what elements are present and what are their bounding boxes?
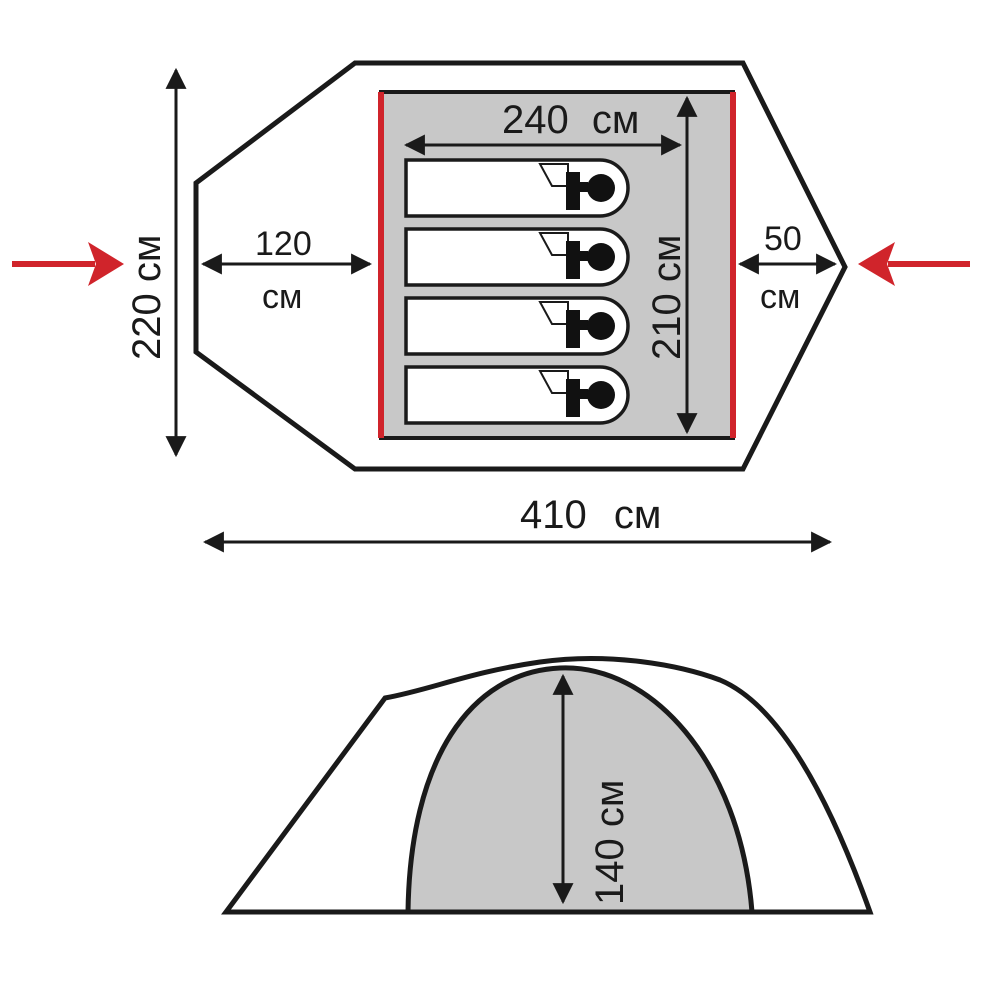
sleeping-bag bbox=[404, 296, 630, 356]
label-inner-length: 240 см bbox=[502, 98, 639, 142]
plan-view: 240 см 210 см 220 см 120 см 50 см 410 см bbox=[12, 60, 970, 553]
label-vestibule-large-unit: см bbox=[262, 278, 302, 316]
label-vestibule-small-value: 50 bbox=[764, 220, 802, 258]
entry-arrow-right bbox=[858, 242, 970, 286]
label-vestibule-large-value: 120 bbox=[255, 225, 312, 263]
sleeping-bags bbox=[404, 158, 630, 425]
entry-arrow-left bbox=[12, 242, 124, 286]
label-overall-length: 410 см bbox=[520, 493, 661, 537]
label-overall-width: 220 см bbox=[125, 235, 169, 360]
sleeping-bag bbox=[404, 158, 630, 218]
label-inner-height: 140 см bbox=[588, 780, 632, 905]
label-inner-width: 210 см bbox=[645, 235, 689, 360]
label-vestibule-small-unit: см bbox=[760, 278, 800, 316]
inner-dome bbox=[405, 665, 755, 915]
sleeping-bag bbox=[404, 365, 630, 425]
side-view: 140 см bbox=[221, 656, 874, 915]
sleeping-bag bbox=[404, 227, 630, 287]
